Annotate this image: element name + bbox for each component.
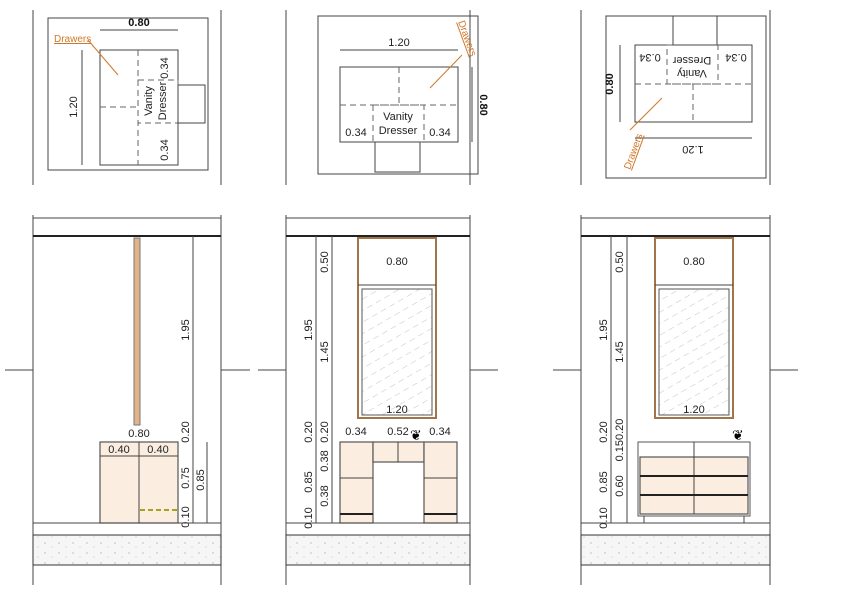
plan-2: 1.20 0.80 0.34 0.34 Vanity Dresser Drawe… [285, 10, 489, 185]
drawers-leader: Drawers [455, 19, 478, 58]
dim-top-width: 0.80 [128, 428, 149, 440]
dim-mirror-width: 1.20 [386, 404, 407, 416]
dim-panel: 0.50 [319, 251, 331, 272]
plan-label: Dresser [672, 54, 711, 66]
dim-body: 0.75 [180, 467, 192, 488]
plan-label: Vanity [143, 86, 155, 116]
plan-width: 0.80 [128, 17, 149, 29]
dim-panel-width: 0.80 [386, 256, 407, 268]
chair-icon [374, 141, 421, 173]
mirror [658, 288, 730, 416]
dim-drawer: 0.38 [319, 450, 331, 471]
panel-1: 0.80 1.20 0.34 0.34 Vanity Dresser Drawe… [5, 10, 250, 585]
dim-gap: 0.20 [598, 421, 610, 442]
chair-icon [177, 84, 206, 124]
dim-width: 0.52 [387, 426, 408, 438]
dim-base: 0.10 [303, 507, 315, 528]
dim-gap: 0.20 [303, 421, 315, 442]
dim-mirror: 1.45 [319, 341, 331, 362]
plan-side: 0.34 [345, 127, 366, 139]
plan-label: Vanity [383, 111, 413, 123]
chair-icon [672, 15, 718, 46]
dim-gap: 0.20 [319, 421, 331, 442]
dim-panel-width: 0.80 [683, 256, 704, 268]
dim-mirror-width: 1.20 [683, 404, 704, 416]
drawers-leader: Drawers [622, 132, 645, 171]
dim-total: 1.95 [303, 319, 315, 340]
dim-width: 0.34 [429, 426, 450, 438]
plan-depth: 0.80 [604, 73, 616, 94]
elevation-1: 0.80 0.40 0.40 1.95 0.20 0.75 0.85 0.10 [5, 215, 250, 585]
plan-side: 0.34 [639, 51, 660, 63]
plant-icon: ❦ [732, 427, 744, 443]
dim-height: 0.85 [598, 471, 610, 492]
dim-drawer: 0.38 [319, 485, 331, 506]
plan-side: 0.34 [159, 57, 171, 78]
dim-drawers: 0.60 [614, 475, 626, 496]
plan-depth: 1.20 [68, 96, 80, 117]
plan-label: Dresser [157, 81, 169, 120]
elevation-3: 0.80 1.20 ❦ 1.95 0.20 0.85 0.10 0.50 1.4… [553, 215, 798, 585]
panel-2: 1.20 0.80 0.34 0.34 Vanity Dresser Drawe… [258, 10, 498, 585]
dim-top: 0.150.20 [614, 419, 626, 462]
dim-base: 0.10 [598, 507, 610, 528]
drawers-leader: Drawers [54, 34, 91, 45]
dim-mirror: 1.45 [614, 341, 626, 362]
dim-total: 1.95 [598, 319, 610, 340]
dim-base: 0.10 [180, 506, 192, 527]
plant-icon: ❦ [410, 427, 422, 443]
plan-depth: 0.80 [477, 94, 489, 115]
panel-3: 1.20 0.80 0.34 0.34 Vanity Dresser Drawe… [553, 10, 798, 585]
plan-label: Vanity [677, 67, 707, 79]
plan-width: 1.20 [388, 37, 409, 49]
plan-side: 0.34 [725, 51, 746, 63]
dim-panel: 0.50 [614, 251, 626, 272]
mirror [361, 288, 433, 416]
plan-side: 0.34 [429, 127, 450, 139]
dim-width: 0.34 [345, 426, 366, 438]
dim-door: 0.40 [147, 444, 168, 456]
dim-door: 0.40 [108, 444, 129, 456]
plan-width: 1.20 [682, 143, 703, 155]
dim-height: 0.85 [195, 469, 207, 490]
dim-gap: 0.20 [180, 421, 192, 442]
plan-label: Dresser [379, 125, 418, 137]
dim-height: 0.85 [303, 471, 315, 492]
plan-1: 0.80 1.20 0.34 0.34 Vanity Dresser Drawe… [32, 10, 222, 185]
plan-side: 0.34 [159, 139, 171, 160]
dim-total: 1.95 [180, 319, 192, 340]
plan-3: 1.20 0.80 0.34 0.34 Vanity Dresser Drawe… [580, 10, 771, 185]
elevation-2: 0.80 1.20 0.34 0.52 0.34 ❦ 1.95 0.20 0.8… [258, 215, 498, 585]
